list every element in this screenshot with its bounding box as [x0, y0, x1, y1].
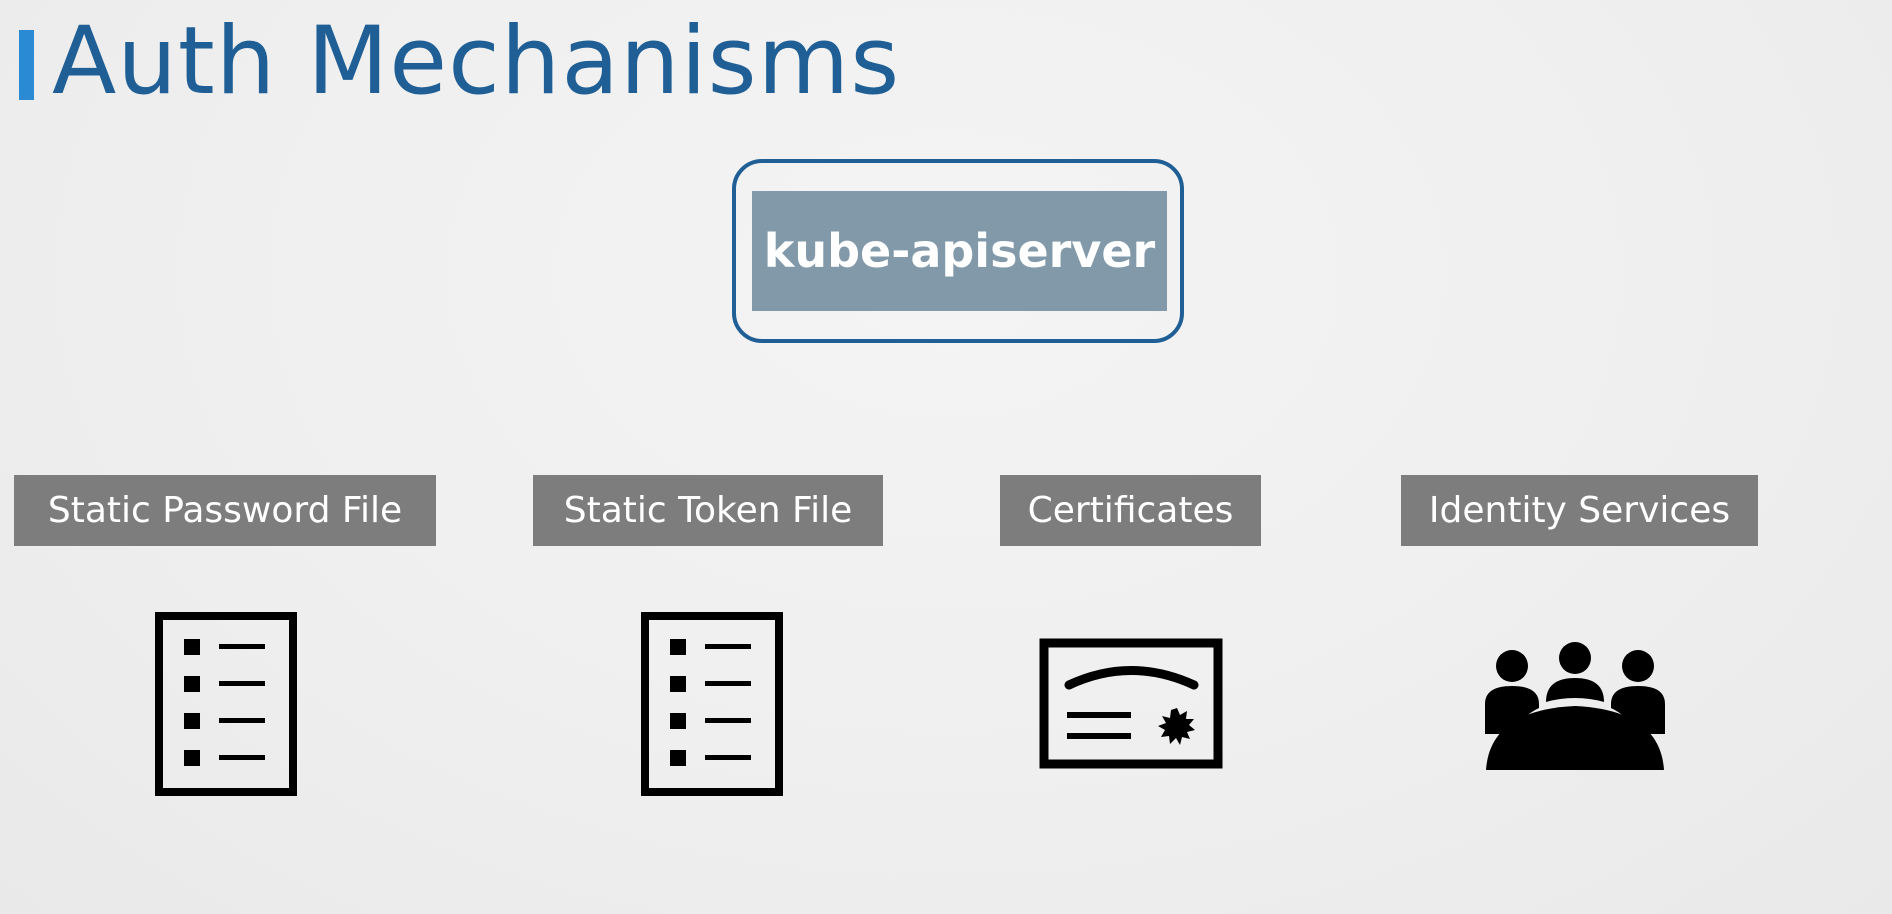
- kube-apiserver-frame: [732, 159, 1184, 343]
- mechanism-static-token-file: Static Token File: [533, 475, 883, 546]
- title-accent-bar: [19, 30, 34, 100]
- document-list-icon: [155, 612, 297, 796]
- certificate-icon: [1039, 638, 1223, 769]
- document-list-icon: [641, 612, 783, 796]
- page-title: Auth Mechanisms: [52, 7, 901, 116]
- mechanism-certificates: Certificates: [1000, 475, 1261, 546]
- group-meeting-icon: [1485, 642, 1665, 770]
- mechanism-identity-services: Identity Services: [1401, 475, 1758, 546]
- mechanism-static-password-file: Static Password File: [14, 475, 436, 546]
- kube-apiserver-box: kube-apiserver: [752, 191, 1167, 311]
